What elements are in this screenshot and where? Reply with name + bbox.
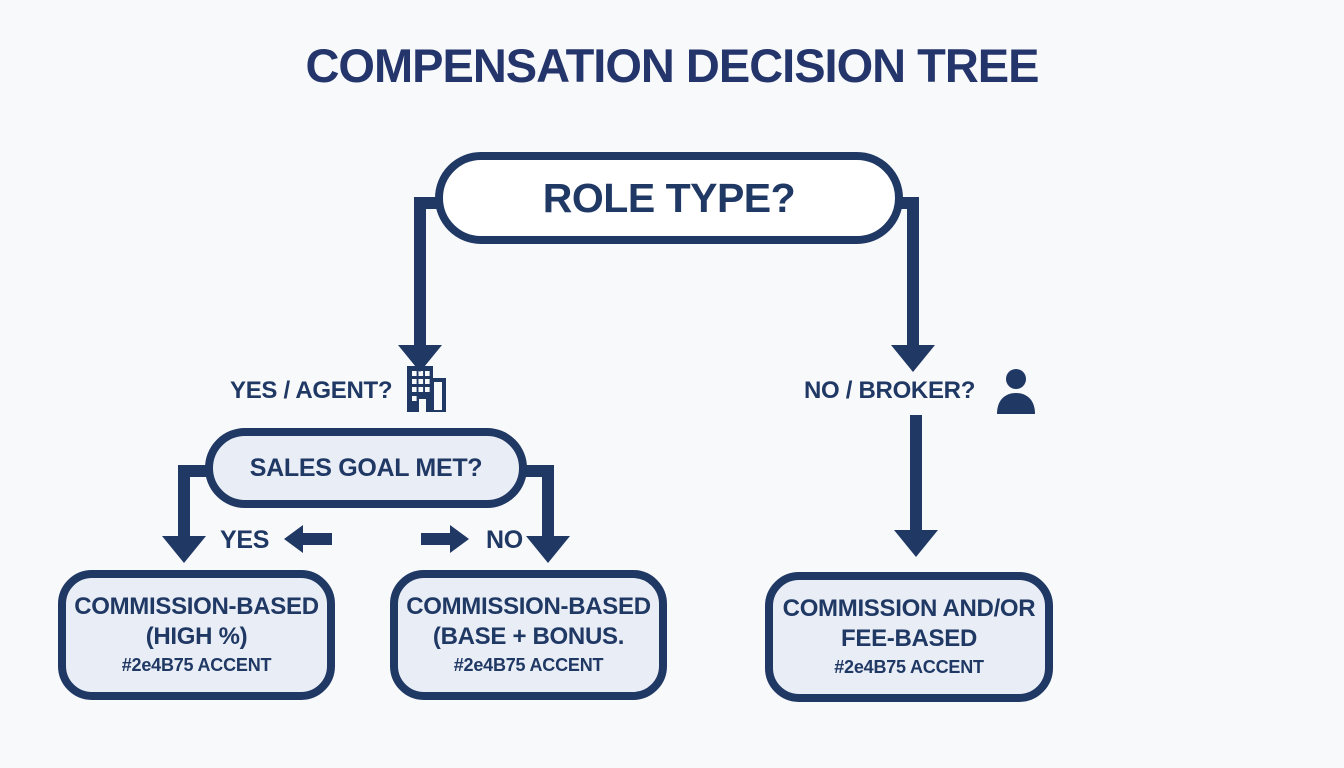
node-outcome-base-bonus: COMMISSION-BASED (BASE + BONUS. #2e4B75 … bbox=[390, 570, 667, 700]
outcome-accent-line: #2e4B75 ACCENT bbox=[453, 655, 604, 675]
arrow-right-tail bbox=[421, 533, 450, 545]
arrowhead-broker-icon bbox=[894, 530, 938, 557]
node-role-type-label: ROLE TYPE? bbox=[542, 174, 796, 221]
building-icon bbox=[406, 366, 446, 414]
outcome-line: COMMISSION-BASED bbox=[74, 593, 319, 620]
arrowhead-no-icon bbox=[526, 536, 570, 563]
label-yes: YES bbox=[220, 526, 270, 554]
outcome-accent-line: #2e4B75 ACCENT bbox=[121, 655, 272, 675]
node-sales-goal-label: SALES GOAL MET? bbox=[249, 453, 483, 482]
arrowhead-right-icon bbox=[450, 525, 469, 553]
node-outcome-fee-based: COMMISSION AND/OR FEE-BASED #2e4B75 ACCE… bbox=[765, 572, 1053, 702]
outcome-line: (HIGH %) bbox=[145, 623, 248, 650]
label-no: NO bbox=[486, 526, 523, 554]
node-role-type: ROLE TYPE? bbox=[435, 152, 903, 244]
outcome-line: (BASE + BONUS. bbox=[432, 623, 625, 650]
person-icon bbox=[994, 368, 1038, 414]
arrowhead-yes-icon bbox=[162, 536, 206, 563]
connector-no-line bbox=[542, 465, 554, 536]
connector-root-right-line bbox=[907, 197, 919, 345]
arrowhead-left-icon bbox=[284, 525, 303, 553]
branch-label-agent: YES / AGENT? bbox=[230, 377, 393, 404]
outcome-accent-line: #2e4B75 ACCENT bbox=[834, 657, 984, 677]
outcome-line: FEE-BASED bbox=[841, 625, 977, 652]
connector-root-left-line bbox=[414, 197, 426, 345]
branch-label-broker: NO / BROKER? bbox=[804, 377, 976, 404]
node-outcome-high-percent: COMMISSION-BASED (HIGH %) #2e4B75 ACCENT bbox=[58, 570, 335, 700]
arrowhead-root-left-icon bbox=[398, 345, 442, 372]
outcome-line: COMMISSION AND/OR bbox=[782, 595, 1036, 622]
node-sales-goal: SALES GOAL MET? bbox=[205, 428, 527, 508]
arrowhead-root-right-icon bbox=[891, 345, 935, 372]
outcome-line: COMMISSION-BASED bbox=[406, 593, 651, 620]
connector-broker-line bbox=[910, 415, 922, 530]
diagram-title: COMPENSATION DECISION TREE bbox=[305, 39, 1039, 92]
arrow-left-tail bbox=[303, 533, 332, 545]
connector-yes-line bbox=[178, 465, 190, 536]
